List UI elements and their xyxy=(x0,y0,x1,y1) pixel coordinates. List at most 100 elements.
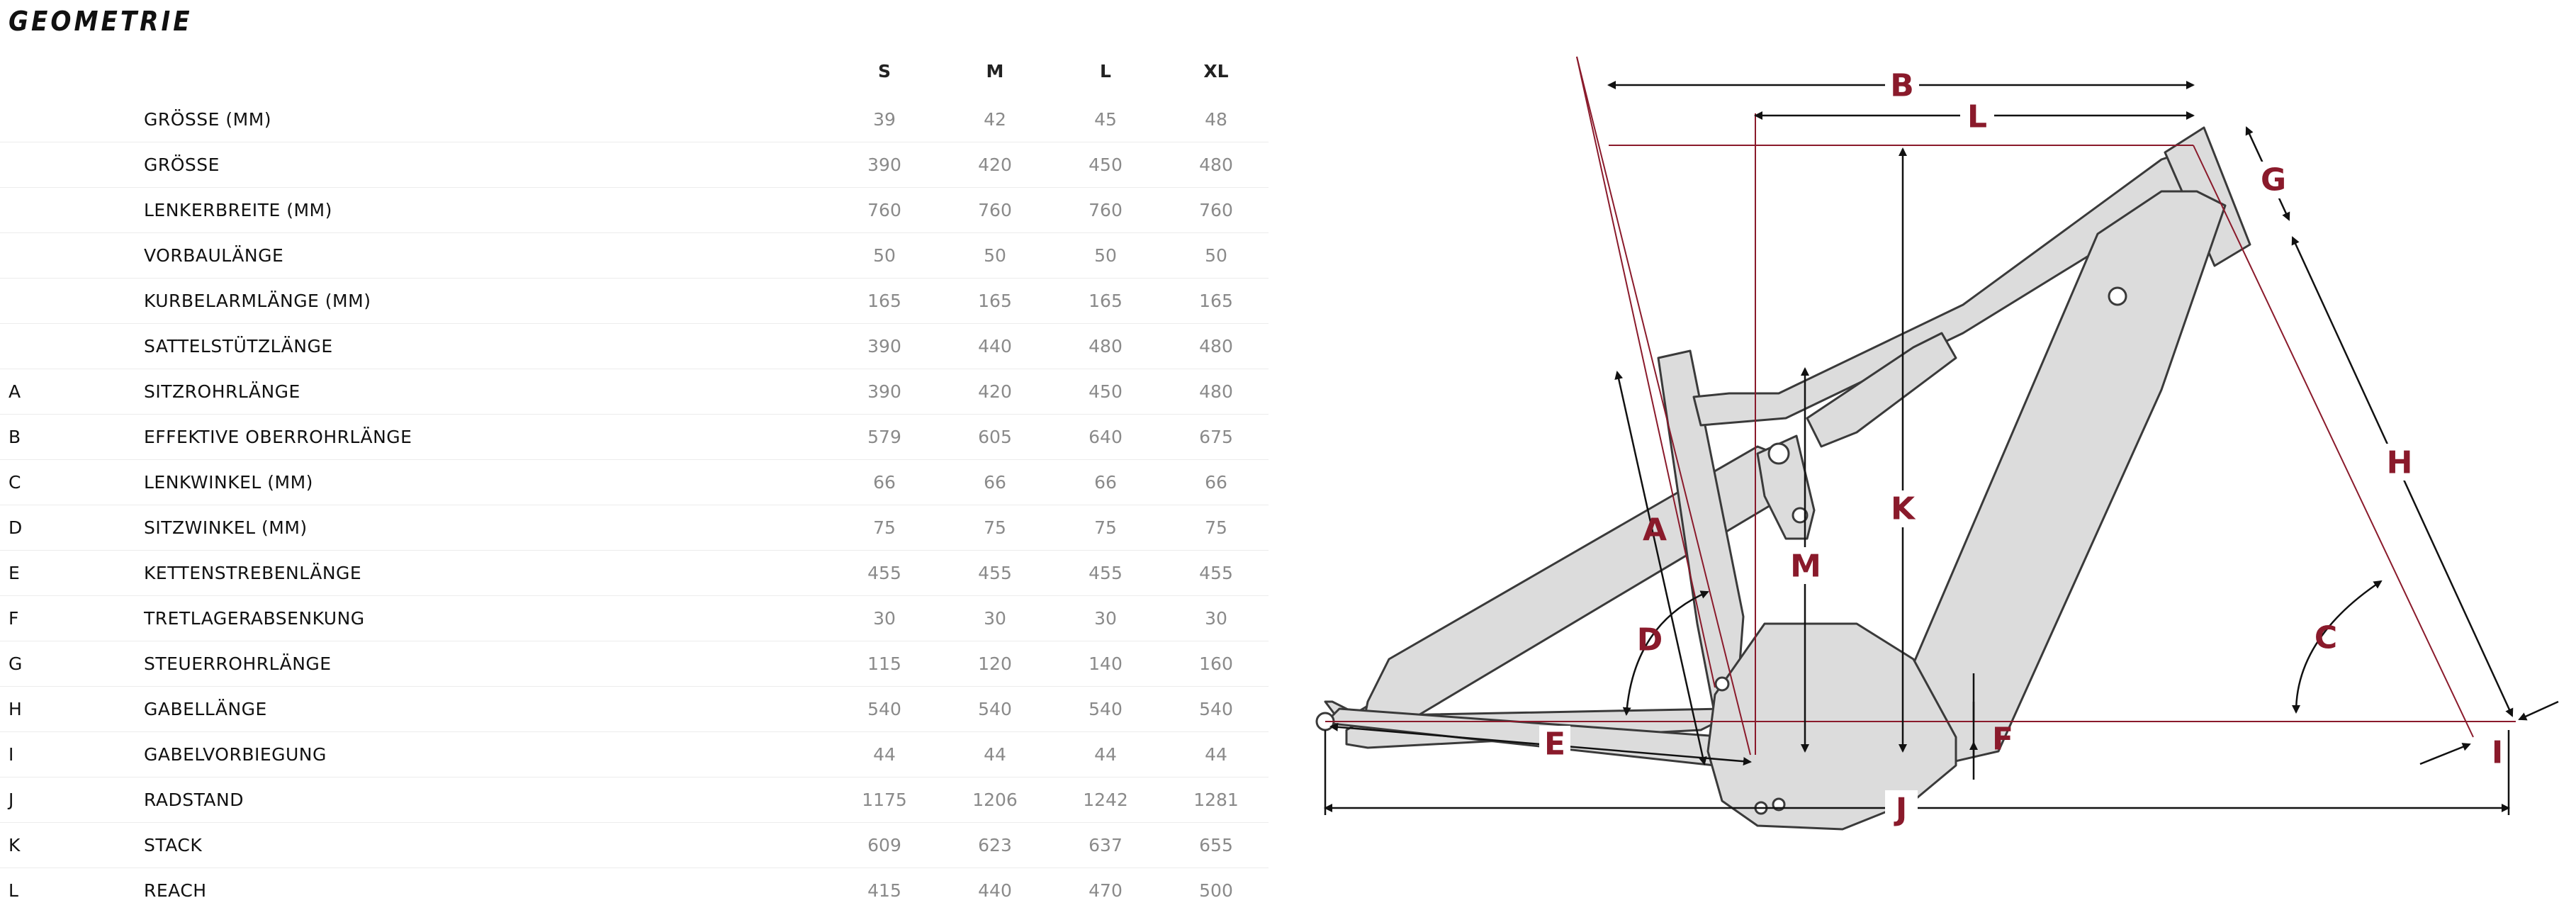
motor-housing-shape xyxy=(1706,622,1957,831)
value-s: 579 xyxy=(867,427,901,447)
row-label: GRÖSSE (MM) xyxy=(144,109,272,130)
label-i: I xyxy=(2492,735,2503,771)
value-xl: 540 xyxy=(1199,699,1233,719)
dim-d-arc xyxy=(1622,590,1709,716)
bb-pivot-icon xyxy=(1714,676,1730,692)
value-xl: 30 xyxy=(1205,608,1227,629)
row-label: GABELVORBIEGUNG xyxy=(144,744,327,765)
value-s: 390 xyxy=(867,381,901,402)
value-m: 440 xyxy=(978,336,1012,357)
row-letter: J xyxy=(9,790,14,810)
value-m: 420 xyxy=(978,381,1012,402)
value-s: 540 xyxy=(867,699,901,719)
dim-c-arc xyxy=(2292,580,2383,714)
geometry-diagram: B L G H C I K M A D E F J xyxy=(1315,56,2559,831)
value-s: 390 xyxy=(867,336,901,357)
size-header-xl: XL xyxy=(1203,61,1229,82)
value-l: 1242 xyxy=(1083,790,1128,810)
dimension-labels: B L G H C I K M A D E F J xyxy=(1539,67,2503,828)
label-d: D xyxy=(1637,622,1663,658)
value-s: 50 xyxy=(873,245,896,266)
row-letter: K xyxy=(9,835,21,855)
value-m: 455 xyxy=(978,563,1012,583)
value-xl: 160 xyxy=(1199,653,1233,674)
value-l: 75 xyxy=(1094,517,1117,538)
row-label: TRETLAGERABSENKUNG xyxy=(144,608,365,629)
row-label: STEUERROHRLÄNGE xyxy=(144,653,332,674)
value-xl: 480 xyxy=(1199,155,1233,175)
row-label: SITZROHRLÄNGE xyxy=(144,381,300,402)
value-s: 760 xyxy=(867,200,901,220)
row-letter: C xyxy=(9,472,21,493)
value-s: 115 xyxy=(867,653,901,674)
value-m: 1206 xyxy=(972,790,1018,810)
label-l: L xyxy=(1967,99,1987,135)
value-l: 470 xyxy=(1089,880,1123,901)
label-m: M xyxy=(1790,549,1821,585)
row-letter: D xyxy=(9,517,23,538)
value-l: 45 xyxy=(1094,109,1117,130)
value-l: 637 xyxy=(1089,835,1123,855)
value-l: 30 xyxy=(1094,608,1117,629)
value-s: 30 xyxy=(873,608,896,629)
value-l: 450 xyxy=(1089,381,1123,402)
value-l: 480 xyxy=(1089,336,1123,357)
value-l: 640 xyxy=(1089,427,1123,447)
value-m: 165 xyxy=(978,291,1012,311)
value-m: 50 xyxy=(984,245,1006,266)
value-xl: 1281 xyxy=(1193,790,1239,810)
value-s: 390 xyxy=(867,155,901,175)
main-pivot-icon xyxy=(1767,442,1790,465)
value-m: 75 xyxy=(984,517,1006,538)
label-j: J xyxy=(1894,792,1907,828)
row-label: LENKWINKEL (MM) xyxy=(144,472,313,493)
down-tube-shape xyxy=(1884,190,2227,774)
bike-frame xyxy=(1324,126,2251,831)
value-s: 66 xyxy=(873,472,896,493)
downtube-hole-icon xyxy=(2108,286,2127,306)
value-xl: 675 xyxy=(1199,427,1233,447)
value-xl: 480 xyxy=(1199,381,1233,402)
row-label: KETTENSTREBENLÄNGE xyxy=(144,563,362,583)
value-xl: 66 xyxy=(1205,472,1227,493)
dim-i-right xyxy=(2518,700,2559,721)
row-label: GRÖSSE xyxy=(144,155,220,175)
label-k: K xyxy=(1891,491,1916,527)
row-letter: G xyxy=(9,653,23,674)
size-header-m: M xyxy=(986,61,1004,82)
row-letter: E xyxy=(9,563,20,583)
value-xl: 48 xyxy=(1205,109,1227,130)
row-label: SATTELSTÜTZLÄNGE xyxy=(144,336,333,357)
value-s: 165 xyxy=(867,291,901,311)
row-label: VORBAULÄNGE xyxy=(144,245,284,266)
value-l: 140 xyxy=(1089,653,1123,674)
row-label: GABELLÄNGE xyxy=(144,699,267,719)
value-xl: 455 xyxy=(1199,563,1233,583)
row-letter: F xyxy=(9,608,19,629)
label-f: F xyxy=(1992,722,2013,758)
row-letter: I xyxy=(9,744,14,765)
label-e: E xyxy=(1544,726,1565,763)
value-l: 50 xyxy=(1094,245,1117,266)
value-xl: 75 xyxy=(1205,517,1227,538)
size-header-l: L xyxy=(1100,61,1111,82)
value-m: 760 xyxy=(978,200,1012,220)
row-label: KURBELARMLÄNGE (MM) xyxy=(144,291,371,311)
value-s: 75 xyxy=(873,517,896,538)
value-xl: 500 xyxy=(1199,880,1233,901)
row-letter: A xyxy=(9,381,21,402)
dim-i-left xyxy=(2419,743,2471,765)
label-c: C xyxy=(2315,620,2337,656)
value-l: 165 xyxy=(1089,291,1123,311)
value-m: 420 xyxy=(978,155,1012,175)
